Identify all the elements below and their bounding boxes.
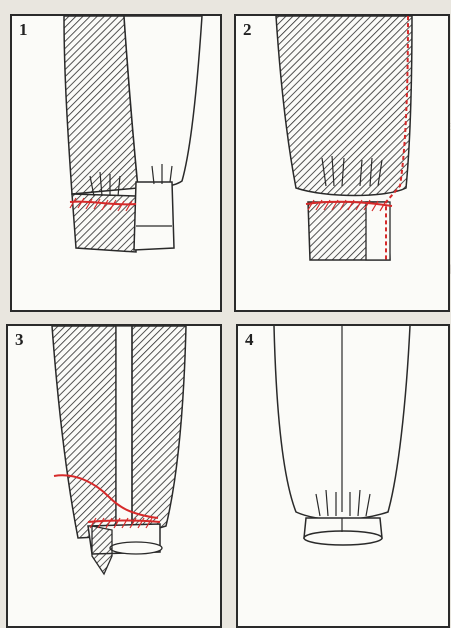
panel-1-drawing bbox=[12, 16, 220, 310]
sleeve-wrong-side bbox=[276, 16, 412, 196]
panel-3-drawing bbox=[8, 326, 220, 626]
panel-4: 4 bbox=[236, 324, 450, 628]
sleeve-right-half bbox=[132, 326, 186, 536]
cuff-right-side bbox=[134, 182, 174, 250]
panel-1: 1 bbox=[10, 14, 222, 312]
sleeve-left-half bbox=[52, 326, 116, 538]
panel-3: 3 bbox=[6, 324, 222, 628]
sleeve-right-side bbox=[124, 16, 202, 188]
panel-number: 2 bbox=[243, 20, 252, 40]
cuff-fold bbox=[92, 526, 112, 574]
panel-2-drawing bbox=[236, 16, 448, 310]
panel-number: 3 bbox=[15, 330, 24, 350]
panel-number: 4 bbox=[245, 330, 254, 350]
panel-4-drawing bbox=[238, 326, 448, 626]
panel-number: 1 bbox=[19, 20, 28, 40]
panel-2: 2 bbox=[234, 14, 450, 312]
